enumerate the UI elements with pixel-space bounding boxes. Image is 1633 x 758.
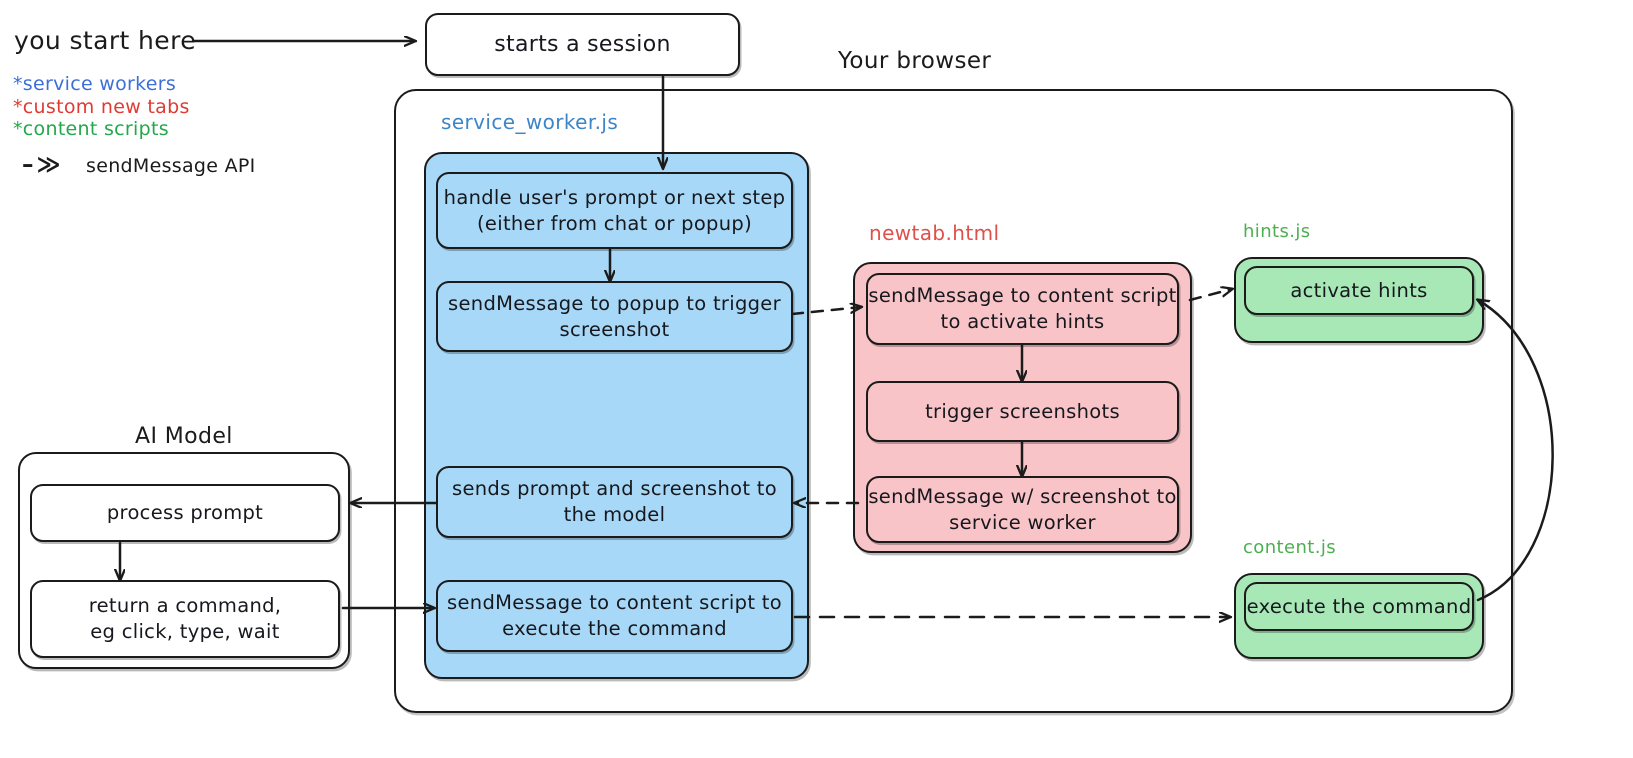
node-execute-command-label: execute the command [1246, 594, 1472, 618]
node-handle-prompt[interactable]: handle user's prompt or next step (eithe… [436, 172, 793, 249]
group-label-hints: hints.js [1243, 221, 1311, 242]
node-send-to-content[interactable]: sendMessage to content script to execute… [436, 580, 793, 652]
ai-model-title: AI Model [135, 424, 233, 449]
node-return-command-label: return a command, eg click, type, wait [88, 594, 282, 643]
node-return-command[interactable]: return a command, eg click, type, wait [30, 580, 340, 658]
node-process-prompt[interactable]: process prompt [30, 484, 340, 542]
legend-sendmessage-api-label: sendMessage API [86, 155, 256, 177]
node-send-screenshot-label: sendMessage w/ screenshot to service wor… [868, 484, 1177, 534]
node-trigger-screenshots[interactable]: trigger screenshots [866, 381, 1179, 442]
node-execute-command[interactable]: execute the command [1244, 582, 1474, 631]
node-send-to-content-label: sendMessage to content script to execute… [447, 591, 782, 640]
node-trigger-popup-label: sendMessage to popup to trigger screensh… [448, 291, 781, 341]
legend-arrow-glyph: –≫ [22, 152, 64, 178]
node-send-to-model-label: sends prompt and screenshot to the model [452, 477, 777, 526]
node-activate-hints[interactable]: activate hints [1244, 266, 1474, 315]
node-process-prompt-label: process prompt [106, 501, 264, 525]
node-activate-hints-message[interactable]: sendMessage to content script to activat… [866, 273, 1179, 345]
node-send-to-model[interactable]: sends prompt and screenshot to the model [436, 466, 793, 538]
node-handle-prompt-label: handle user's prompt or next step (eithe… [443, 185, 786, 235]
group-label-service-worker: service_worker.js [441, 110, 619, 134]
legend-item-custom-new-tabs: *custom new tabs [13, 96, 190, 118]
start-here-label: you start here [14, 26, 196, 55]
node-activate-hints-message-label: sendMessage to content script to activat… [868, 284, 1177, 333]
legend-item-service-workers: *service workers [13, 73, 177, 95]
node-starts-a-session-label: starts a session [494, 31, 671, 57]
node-send-screenshot[interactable]: sendMessage w/ screenshot to service wor… [866, 476, 1179, 543]
group-label-newtab: newtab.html [869, 221, 1000, 245]
node-trigger-popup[interactable]: sendMessage to popup to trigger screensh… [436, 281, 793, 352]
node-trigger-screenshots-label: trigger screenshots [925, 399, 1120, 423]
legend-item-content-scripts: *content scripts [13, 118, 169, 140]
node-starts-a-session[interactable]: starts a session [425, 13, 740, 76]
group-label-content: content.js [1243, 537, 1337, 558]
your-browser-label: Your browser [838, 48, 992, 74]
node-activate-hints-label: activate hints [1290, 278, 1428, 302]
